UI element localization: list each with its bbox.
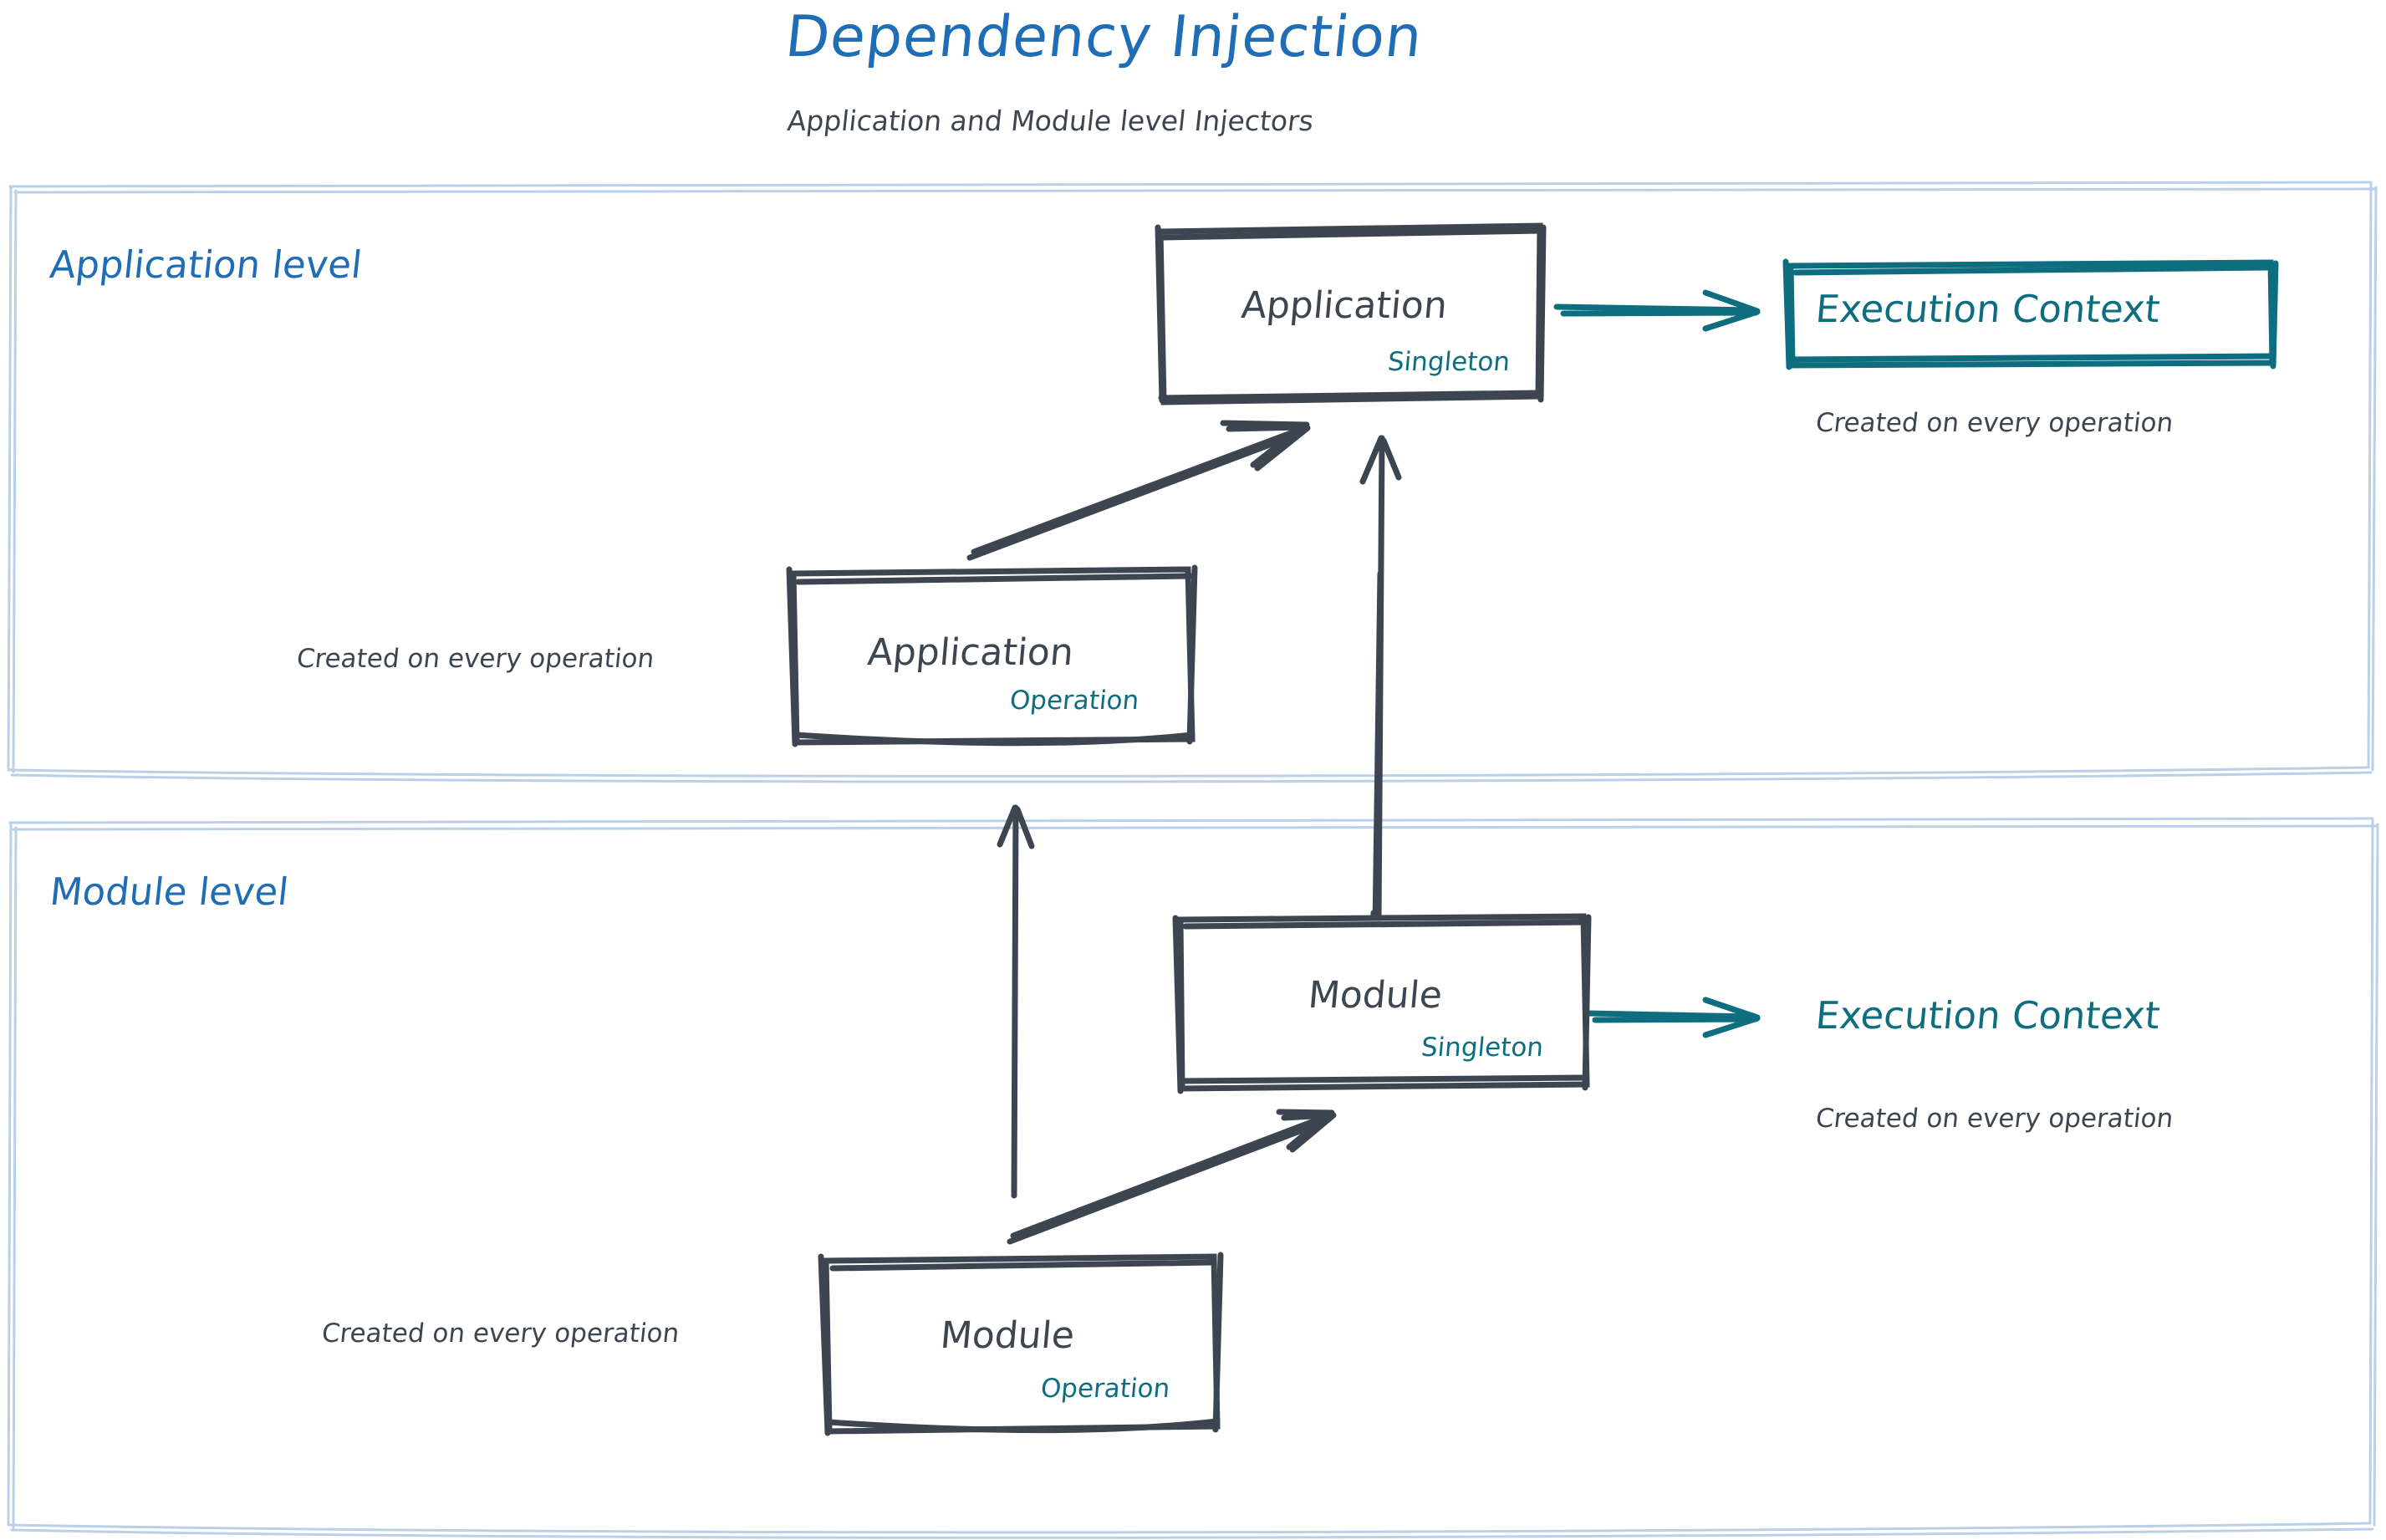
zone-module-level-frame [7, 817, 2379, 1539]
node-module-singleton-scope: Singleton [1420, 1033, 1545, 1063]
node-module-operation-title: Module [938, 1314, 1077, 1357]
node-module-operation-box[interactable] [818, 1252, 1224, 1436]
note-module-operation: Created on every operation [320, 1318, 681, 1349]
node-application-singleton-box[interactable] [1155, 222, 1547, 405]
note-application-operation: Created on every operation [295, 644, 656, 674]
node-application-operation-scope: Operation [1008, 686, 1140, 716]
edge-app-singleton-to-exec-context [1553, 289, 1761, 332]
edge-module-singleton-to-exec-context [1585, 997, 1761, 1038]
page-subtitle: Application and Module level Injectors [785, 105, 1316, 137]
note-execution-context-application: Created on every operation [1814, 408, 2175, 438]
node-execution-context-application-box[interactable] [1782, 258, 2279, 370]
zone-label-module-level: Module level [48, 869, 291, 914]
node-application-operation-box[interactable] [786, 564, 1198, 747]
node-execution-context-application-title: Execution Context [1813, 287, 2162, 331]
zone-application-level-frame [7, 181, 2378, 783]
node-application-singleton-title: Application [1239, 284, 1450, 327]
node-module-singleton-title: Module [1306, 974, 1445, 1017]
node-module-singleton-box[interactable] [1172, 913, 1592, 1094]
node-application-singleton-scope: Singleton [1386, 347, 1512, 377]
edge-module-operation-to-module-singleton [1007, 1109, 1337, 1245]
edge-module-operation-to-app-operation [997, 804, 1035, 1199]
page-title: Dependency Injection [782, 4, 1426, 70]
edge-app-operation-to-app-singleton [966, 420, 1311, 561]
node-application-operation-title: Application [865, 631, 1076, 674]
edge-module-singleton-to-app-singleton [1359, 435, 1402, 938]
node-module-operation-scope: Operation [1039, 1374, 1171, 1404]
zone-label-application-level: Application level [48, 242, 365, 287]
note-execution-context-module: Created on every operation [1814, 1104, 2175, 1134]
node-execution-context-module-title: Execution Context [1813, 993, 2162, 1038]
